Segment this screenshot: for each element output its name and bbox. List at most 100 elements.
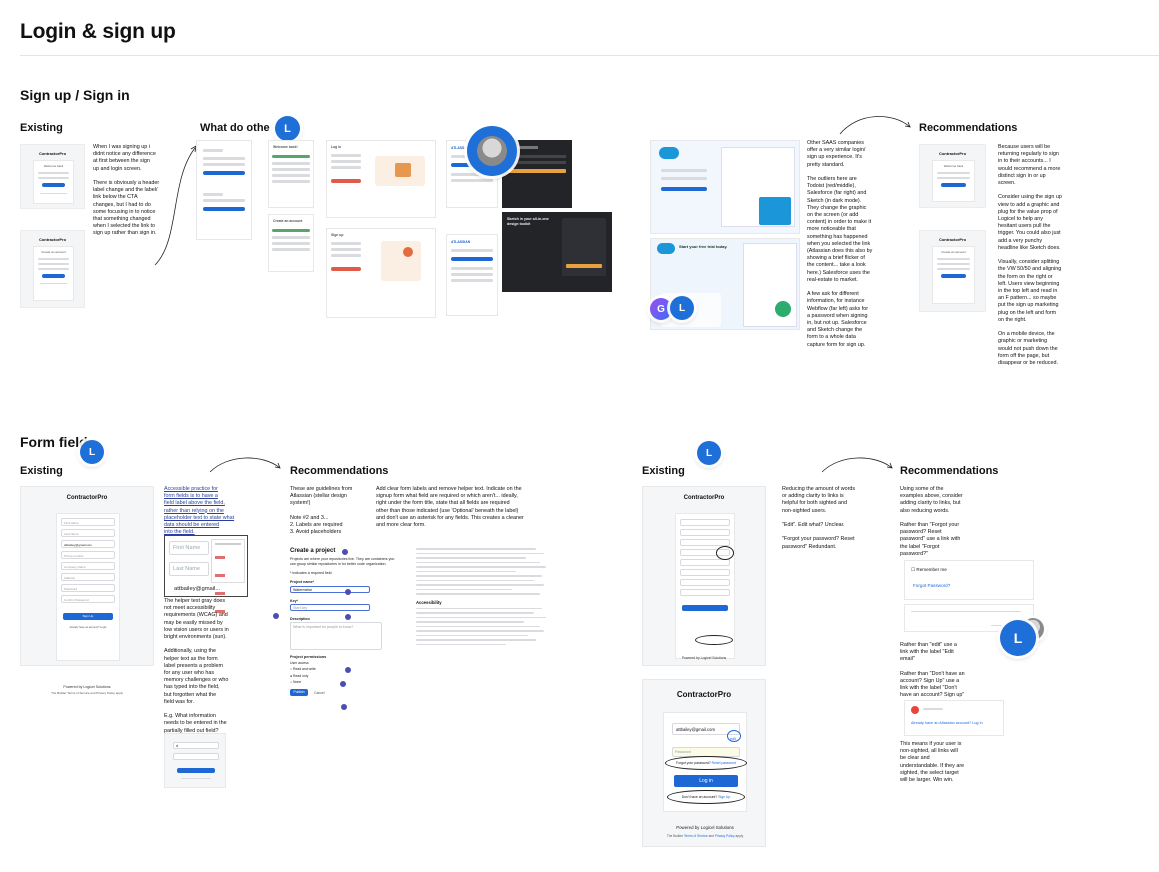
guideline-text-block: Accessibility [416, 546, 548, 696]
perm-rw-text: Read and write [293, 667, 316, 672]
avatar-l-1: L [275, 116, 300, 141]
ph-company: Company Name [64, 565, 86, 569]
rec-thumb-welcome: Welcome back [943, 164, 964, 168]
login-button[interactable]: Log in [674, 775, 738, 787]
project-name-input[interactable]: Watermelon [290, 585, 370, 593]
perm-none[interactable]: ○ None [290, 679, 302, 684]
remember-me-text: Remember me [916, 567, 947, 572]
required-hint: * Indicates a required field. [290, 571, 333, 576]
form-recommendations-label: Recommendations [290, 465, 389, 477]
project-name-label: Project name* [290, 580, 314, 585]
login-btn-label: Log in [699, 778, 713, 784]
field-email[interactable]: attbailey@gmail.com [61, 540, 115, 548]
photo-avatar [467, 126, 517, 176]
perm-ro-text: Read only [293, 673, 309, 678]
accessible-callout[interactable]: Accessible practice for form fields is t… [164, 486, 235, 536]
sign-up-label: Sign Up [82, 614, 94, 618]
recommendations-note-1: Because users will be returning regularl… [998, 144, 1062, 367]
privacy-link[interactable]: Privacy Policy [714, 834, 735, 838]
create-account-label: Create an account [273, 219, 303, 223]
what-do-others-label: What do othe [200, 122, 270, 134]
field-phone[interactable]: Phone number [61, 551, 115, 559]
user-access-label: User access [290, 661, 309, 666]
marker-5 [345, 667, 351, 673]
login-card-brand: ContractorPro [676, 690, 732, 699]
guidelines-note: These are guidelines from Atlassian (ste… [290, 486, 353, 536]
existing2-label: Existing [642, 465, 685, 477]
sign-up-button[interactable]: Sign Up [63, 613, 113, 620]
rec-thumb-brand-2: ContractorPro [938, 237, 967, 242]
marker-2 [345, 589, 351, 595]
avatar-g: G [650, 298, 672, 320]
terms-prefix: The Builder [666, 834, 684, 838]
rec-thumb-brand: ContractorPro [938, 151, 967, 156]
description-label: Description [290, 616, 310, 621]
existing-login-form-small: ContractorPro [642, 486, 766, 666]
ph-password: Password [64, 587, 78, 591]
login-email-field[interactable]: attbailey@gmail.com [672, 723, 740, 735]
ph-address: Address [64, 576, 76, 580]
create-project-title: Create a project [290, 548, 336, 554]
login-label: Log in [331, 145, 342, 149]
description-input[interactable]: What is important for people to know? [290, 622, 382, 650]
terms-link[interactable]: Terms of Service [683, 834, 708, 838]
edit-highlight-small [716, 546, 734, 560]
description-placeholder: What is important for people to know? [293, 625, 354, 629]
perm-read-write[interactable]: ○ Read and write [290, 667, 316, 672]
field-first-name[interactable]: First Name [61, 518, 115, 526]
zoomed-fields: First Name Last Name [164, 535, 248, 613]
create-project-example: Create a project Projects are where your… [290, 548, 410, 714]
remember-me-example: ☐ Remember me Forgot Password? [904, 560, 1034, 600]
webflow-thumb [196, 140, 252, 240]
ph-confirm: Confirm Password [64, 598, 89, 602]
atlassian-login-link[interactable]: Already have an Atlassian account? Log i… [911, 721, 983, 725]
login-card: ContractorPro attbailey@gmail.com edit P… [642, 679, 766, 847]
avatar-letter-5: L [1013, 630, 1023, 646]
permissions-label: Project permissions [290, 655, 327, 659]
perm-read-only[interactable]: ● Read only [290, 673, 309, 678]
form-brand-2: ContractorPro [683, 495, 725, 501]
key-label: Key* [290, 598, 298, 603]
zoom-email: attbailey@gmail... [174, 586, 221, 592]
perm-none-text: None [293, 679, 302, 684]
field-confirm-password[interactable]: Confirm Password [61, 595, 115, 603]
field-last-name[interactable]: Last Name [61, 529, 115, 537]
marker-4 [273, 613, 279, 619]
field-address[interactable]: Address [61, 573, 115, 581]
zoom-last-name: Last Name [169, 562, 209, 576]
existing-signup-thumb: ContractorPro Create an account [20, 230, 85, 308]
rec-signup-thumb: ContractorPro Create an account [919, 230, 986, 312]
avatar-l-3: L [80, 440, 104, 464]
field-company[interactable]: Company Name [61, 562, 115, 570]
atlassian-label-2: ATLASSIAN [451, 240, 471, 244]
field-password[interactable]: Password [61, 584, 115, 592]
existing-signin-thumb: ContractorPro Welcome back [20, 144, 85, 209]
no-account-highlight [667, 790, 745, 804]
avatar-l-5: L [1000, 620, 1036, 656]
project-name-value: Watermelon [293, 587, 313, 592]
zoom-first-text: First Name [173, 545, 201, 551]
page-title: Login & sign up [20, 20, 176, 43]
thumb-welcome: Welcome back [43, 164, 64, 168]
avatar-letter-4: L [705, 447, 713, 459]
key-input[interactable]: Start key [290, 603, 370, 611]
rec2-note-bottom: This means if your user is non-sighted, … [900, 741, 965, 784]
zoom-last-text: Last Name [173, 566, 201, 572]
forgot-password-link[interactable]: Forgot Password? [913, 583, 950, 588]
rec-thumb-create: Create an account [941, 250, 966, 254]
arrow-to-recommendations-2 [821, 457, 893, 473]
publish-label: Publish [293, 690, 305, 695]
todoist-login-thumb: Welcome back! [268, 140, 314, 208]
title-divider [20, 55, 1159, 56]
ph-first: First Name [64, 521, 79, 525]
terms-apply: apply [735, 834, 744, 838]
publish-button[interactable]: Publish [290, 689, 308, 697]
arrow-form-to-recommendations [209, 457, 281, 473]
avatar-letter: L [284, 122, 291, 135]
rec2-note-top: Using some of the examples above, consid… [900, 486, 963, 557]
remember-me[interactable]: ☐ Remember me [911, 567, 947, 572]
signup-label: Sign up [331, 233, 344, 237]
terms-and: and [708, 834, 714, 838]
cancel-button[interactable]: Cancel [314, 691, 325, 695]
ph-email: attbailey@gmail.com [64, 543, 92, 547]
